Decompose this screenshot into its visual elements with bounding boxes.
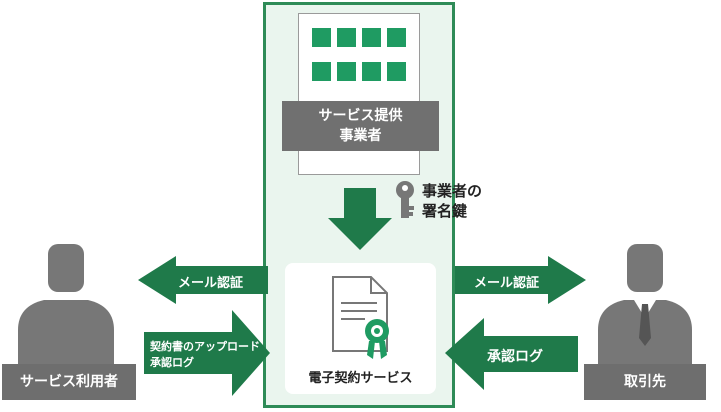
building-window [312,28,331,47]
upload-arrow [144,310,270,396]
approval-log-label: 承認ログ [487,349,543,365]
building-window [362,62,381,81]
left-mail-arrow [138,256,268,304]
building-window [337,28,356,47]
contract-document-icon [332,276,389,359]
partner-label: 取引先 [584,364,706,400]
service-label: 電子契約サービス [308,371,413,386]
left-mail-label: メール認証 [178,276,244,291]
building-window [387,28,406,47]
right-mail-label: メール認証 [474,276,540,291]
partner-icon [598,244,692,372]
user-icon [18,244,114,372]
signing-key-label: 事業者の 署名鍵 [422,182,483,220]
right-mail-arrow [455,256,586,304]
building-window [362,28,381,47]
building-window [387,62,406,81]
down-arrow [328,188,392,250]
building-window [337,62,356,81]
provider-label: サービス提供 事業者 [282,101,439,151]
building-window [312,62,331,81]
upload-label: 契約書のアップロード 承認ログ [150,340,260,369]
approval-log-arrow [445,318,578,390]
service-user-label: サービス利用者 [2,364,136,400]
